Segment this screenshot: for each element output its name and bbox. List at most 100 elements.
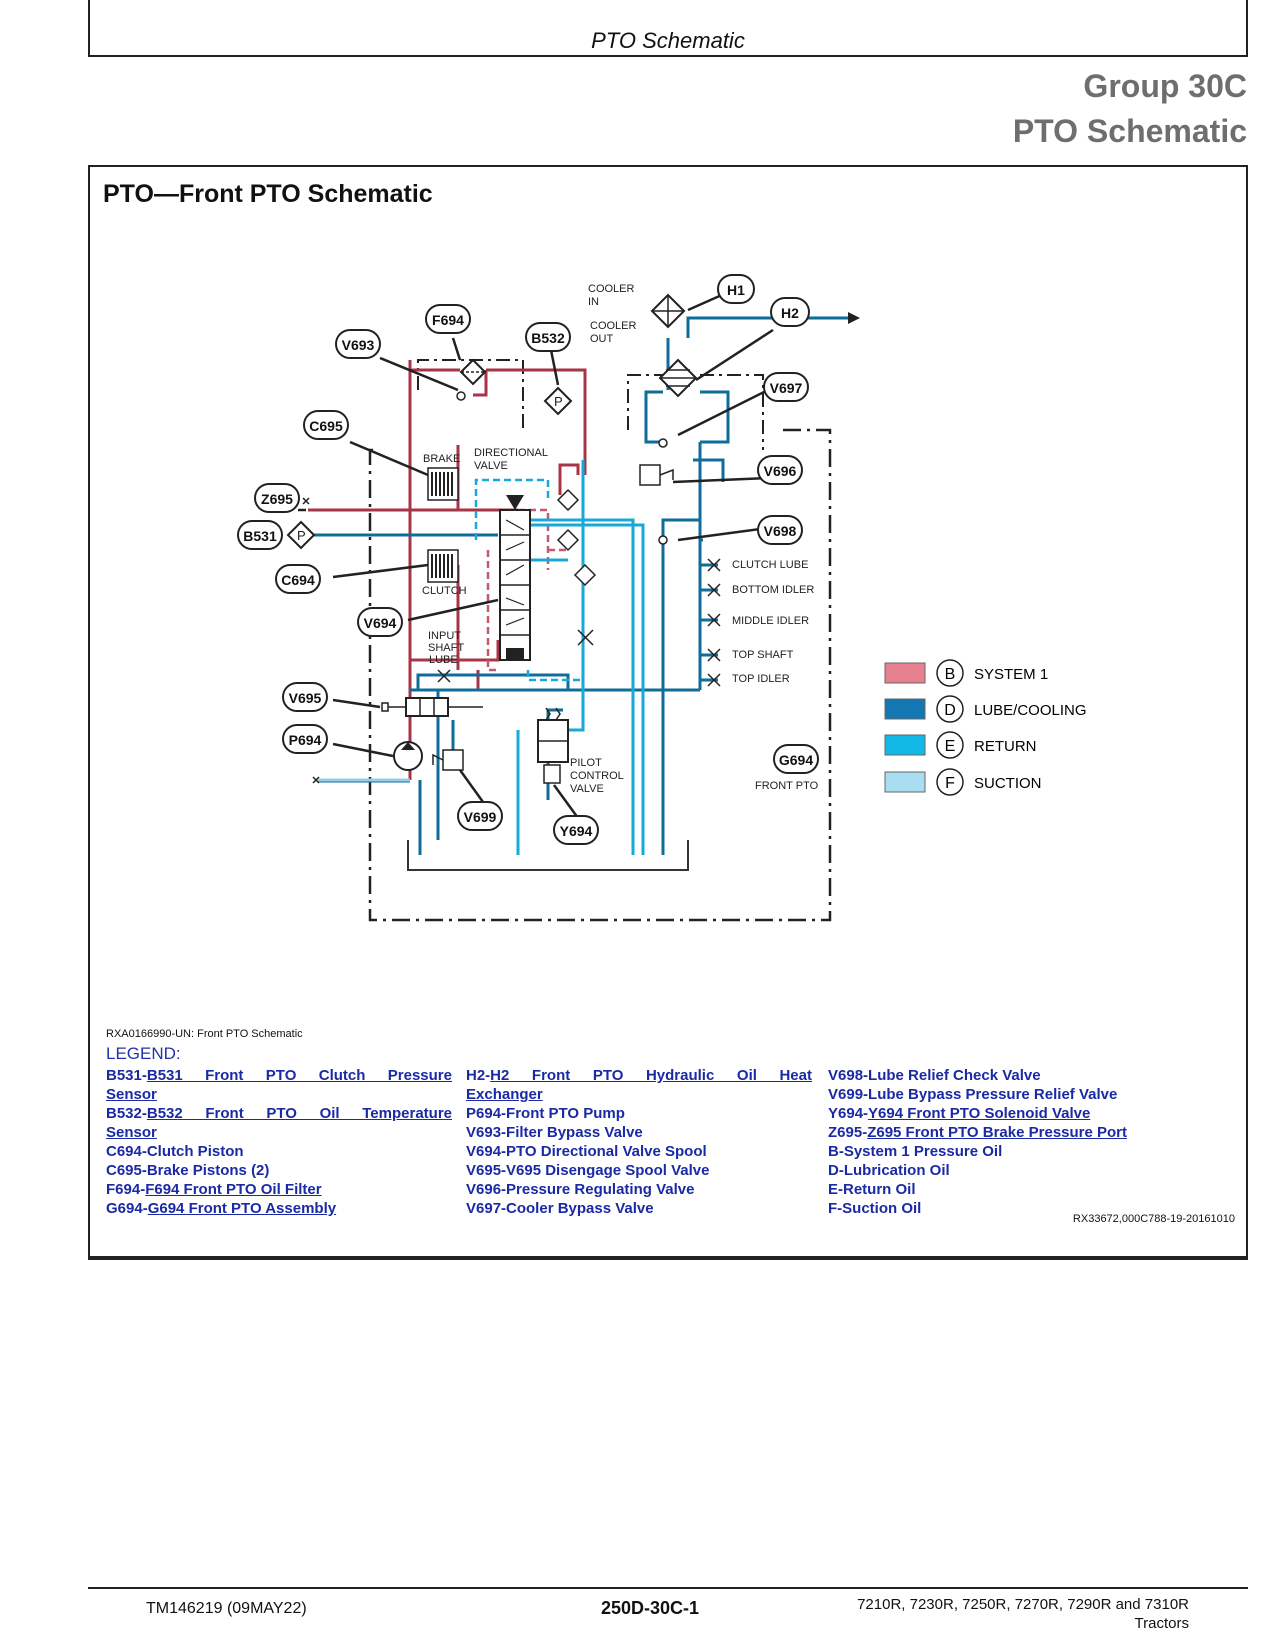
label-clutch: CLUTCH <box>422 585 467 597</box>
label-front-pto: FRONT PTO <box>755 780 819 792</box>
svg-text:V693: V693 <box>342 337 375 353</box>
legend-column-1: B531-B531 Front PTO Clutch Pressure Sens… <box>106 1066 452 1218</box>
front-pto-schematic: COOLER IN COOLER OUT DIRECTIONAL VALVE B… <box>237 274 1087 922</box>
callout-v697: V697 <box>763 372 809 402</box>
legend-c694: C694-Clutch Piston <box>106 1143 244 1160</box>
svg-text:E: E <box>945 738 956 755</box>
callout-c694: C694 <box>275 564 321 594</box>
svg-text:LUBE/COOLING: LUBE/COOLING <box>974 702 1087 719</box>
legend-column-2: H2-H2 Front PTO Hydraulic Oil Heat Excha… <box>466 1066 812 1218</box>
legend-v693: V693-Filter Bypass Valve <box>466 1124 643 1141</box>
footer-page-number: 250D-30C-1 <box>600 1598 700 1618</box>
group-number: Group 30C <box>1083 68 1247 104</box>
legend-b531-cont[interactable]: Sensor <box>106 1086 157 1103</box>
label-top-shaft: TOP SHAFT <box>732 649 794 661</box>
svg-text:H2: H2 <box>781 305 799 321</box>
filter-box-boundary <box>417 359 524 430</box>
label-input-1: INPUT <box>428 630 461 642</box>
legend-b532-cont[interactable]: Sensor <box>106 1124 157 1141</box>
svg-text:SYSTEM 1: SYSTEM 1 <box>974 666 1048 683</box>
legend-h2[interactable]: H2-H2 Front PTO Hydraulic Oil Heat <box>466 1067 812 1084</box>
legend-f694[interactable]: F694-F694 Front PTO Oil Filter <box>106 1181 322 1198</box>
legend-z695[interactable]: Z695-Z695 Front PTO Brake Pressure Port <box>828 1124 1128 1141</box>
key-suction: F SUCTION <box>884 768 1042 796</box>
svg-text:B531: B531 <box>243 528 277 544</box>
footer-models-line-1: 7210R, 7230R, 7250R, 7270R, 7290R and 73… <box>857 1596 1189 1613</box>
footer-models: 7210R, 7230R, 7250R, 7270R, 7290R and 73… <box>857 1595 1189 1633</box>
callout-b531: B531 <box>237 520 283 550</box>
label-directional-2: VALVE <box>474 460 508 472</box>
key-return: E RETURN <box>884 731 1037 759</box>
pressure-symbol-b531: P <box>297 528 306 543</box>
svg-text:F: F <box>945 775 955 792</box>
label-clutch-lube: CLUTCH LUBE <box>732 559 808 571</box>
disengage-valve-symbol <box>405 697 449 717</box>
legend-c695: C695-Brake Pistons (2) <box>106 1162 270 1179</box>
color-key: B SYSTEM 1 D LUBE/COOLING E RETURN F SUC… <box>884 659 1087 796</box>
callout-g694: G694 <box>773 744 819 774</box>
callout-h2: H2 <box>770 297 810 327</box>
header-box <box>88 0 1248 57</box>
footer-models-line-2: Tractors <box>1134 1615 1189 1632</box>
label-cooler-out-1: COOLER <box>590 320 637 332</box>
callout-f694: F694 <box>425 304 471 334</box>
svg-text:SUCTION: SUCTION <box>974 775 1042 792</box>
legend-g694[interactable]: G694-G694 Front PTO Assembly <box>106 1200 337 1217</box>
label-input-3: LUBE <box>429 654 458 666</box>
svg-text:V694: V694 <box>364 615 397 631</box>
svg-text:V697: V697 <box>770 380 803 396</box>
cooler-box-boundary <box>627 374 764 450</box>
callout-v699: V699 <box>457 801 503 831</box>
svg-text:RETURN: RETURN <box>974 738 1037 755</box>
label-cooler-out-2: OUT <box>590 333 614 345</box>
figure-id: RXA0166990-UN: Front PTO Schematic <box>106 1028 303 1040</box>
label-middle-idler: MIDDLE IDLER <box>732 615 809 627</box>
svg-text:P694: P694 <box>289 732 322 748</box>
svg-text:D: D <box>944 702 956 719</box>
label-directional-1: DIRECTIONAL <box>474 447 548 459</box>
label-input-2: SHAFT <box>428 642 464 654</box>
svg-text:V698: V698 <box>764 523 797 539</box>
legend-y694[interactable]: Y694-Y694 Front PTO Solenoid Valve <box>828 1105 1091 1122</box>
label-pilot-1: PILOT <box>570 757 602 769</box>
legend-v695: V695-V695 Disengage Spool Valve <box>466 1162 710 1179</box>
legend-b: B-System 1 Pressure Oil <box>828 1143 1003 1160</box>
key-lube-cooling: D LUBE/COOLING <box>884 695 1087 723</box>
legend-v697: V697-Cooler Bypass Valve <box>466 1200 654 1217</box>
callout-v693: V693 <box>335 329 381 359</box>
svg-text:C695: C695 <box>309 418 343 434</box>
footer-manual-id: TM146219 (09MAY22) <box>146 1600 307 1617</box>
callout-c695: C695 <box>303 410 349 440</box>
label-brake: BRAKE <box>423 453 460 465</box>
relief-valve-v696 <box>639 464 661 486</box>
svg-text:B532: B532 <box>531 330 565 346</box>
legend-v694: V694-PTO Directional Valve Spool <box>466 1143 707 1160</box>
legend-p694: P694-Front PTO Pump <box>466 1105 625 1122</box>
section-title: PTO—Front PTO Schematic <box>103 180 433 208</box>
legend-b532[interactable]: B532-B532 Front PTO Oil Temperature <box>106 1105 452 1122</box>
callout-v694: V694 <box>357 607 403 637</box>
relief-valve-v699 <box>442 749 464 771</box>
legend-f: F-Suction Oil <box>828 1200 922 1217</box>
callout-v696: V696 <box>757 455 803 485</box>
legend-h2-cont[interactable]: Exchanger <box>466 1086 543 1103</box>
svg-text:H1: H1 <box>727 282 745 298</box>
legend-heading: LEGEND: <box>106 1044 181 1063</box>
schematic-card <box>88 165 1248 1260</box>
callout-z695: Z695 <box>254 483 300 513</box>
label-top-idler: TOP IDLER <box>732 673 790 685</box>
legend-b531[interactable]: B531-B531 Front PTO Clutch Pressure <box>106 1067 452 1084</box>
legend-v696: V696-Pressure Regulating Valve <box>466 1181 695 1198</box>
label-pilot-3: VALVE <box>570 783 604 795</box>
callout-h1: H1 <box>717 274 755 304</box>
document-reference: RX33672,000C788-19-20161010 <box>1072 1213 1235 1225</box>
label-cooler-in-2: IN <box>588 296 599 308</box>
legend-column-3: V698-Lube Relief Check Valve V699-Lube B… <box>828 1066 1228 1218</box>
svg-text:Y694: Y694 <box>560 823 593 839</box>
key-system-1: B SYSTEM 1 <box>884 659 1048 687</box>
running-title: PTO Schematic <box>591 28 745 53</box>
svg-text:F694: F694 <box>432 312 464 328</box>
svg-text:V696: V696 <box>764 463 797 479</box>
legend-e: E-Return Oil <box>828 1181 916 1198</box>
legend-d: D-Lubrication Oil <box>828 1162 950 1179</box>
